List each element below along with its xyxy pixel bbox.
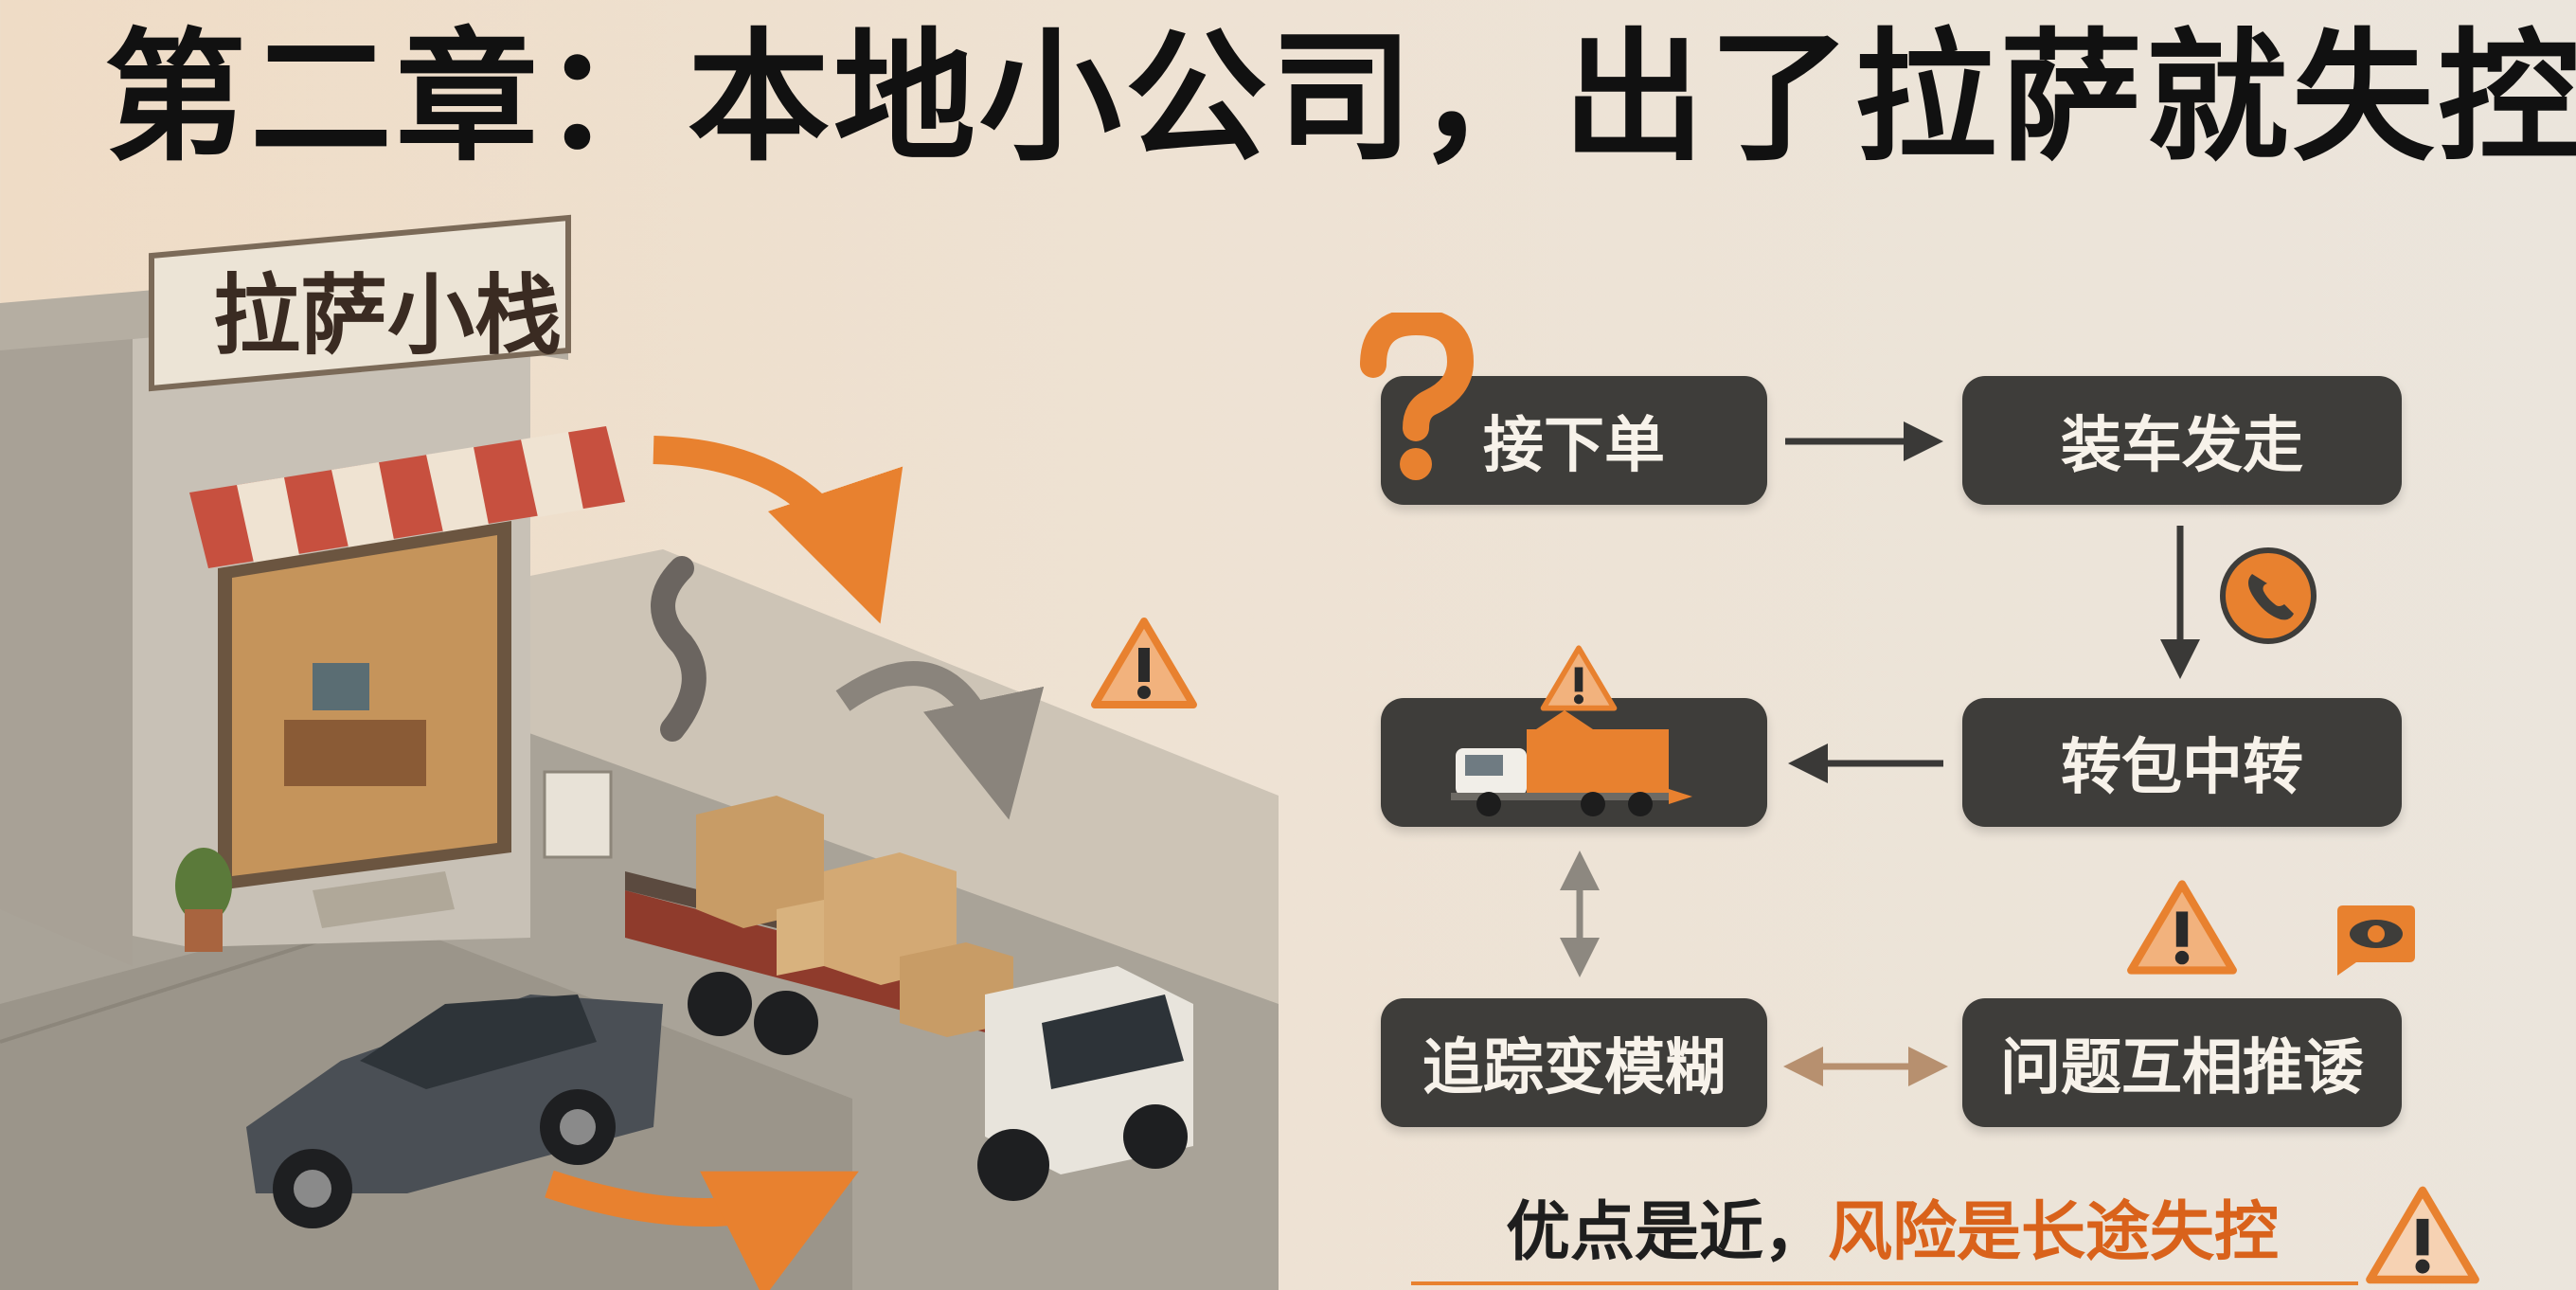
shop-building: 拉萨小栈 [0, 214, 625, 966]
flow-node-blame-shifting: 问题互相推诿 [1962, 998, 2402, 1127]
shop-street-illustration: 拉萨小栈 [0, 214, 1279, 1290]
footer-advantage: 优点是近， [1506, 1195, 1829, 1270]
truck-icon [1451, 710, 1692, 816]
warning-icon [1091, 618, 1197, 708]
flow-node-load-and-ship: 装车发走 [1962, 376, 2402, 505]
flow-node-truck [1381, 698, 1767, 827]
phone-icon [2220, 547, 2317, 644]
flow-node-label: 问题互相推诿 [2000, 1033, 2364, 1103]
flow-node-label: 转包中转 [2061, 733, 2303, 803]
car [246, 994, 663, 1228]
flow-node-label: 追踪变模糊 [1422, 1033, 1726, 1103]
flow-node-subcontract-transfer: 转包中转 [1962, 698, 2402, 827]
flow-node-label: 装车发走 [2061, 411, 2303, 481]
warning-icon [1540, 645, 1618, 711]
footer-summary: 优点是近，风险是长途失控 [1506, 1179, 2279, 1273]
page-title: 第二章：本地小公司，出了拉萨就失控 [104, 16, 2576, 181]
flow-node-tracking-blurry: 追踪变模糊 [1381, 998, 1767, 1127]
flatbed-truck [625, 796, 1193, 1201]
footer-risk: 风险是长途失控 [1828, 1195, 2280, 1270]
flow-node-label: 接下单 [1483, 411, 1665, 481]
eye-icon [2337, 905, 2415, 976]
warning-icon [2366, 1186, 2479, 1284]
warning-icon [2127, 880, 2237, 975]
shop-sign-text: 拉萨小栈 [213, 265, 562, 367]
question-mark-icon [1360, 313, 1475, 480]
